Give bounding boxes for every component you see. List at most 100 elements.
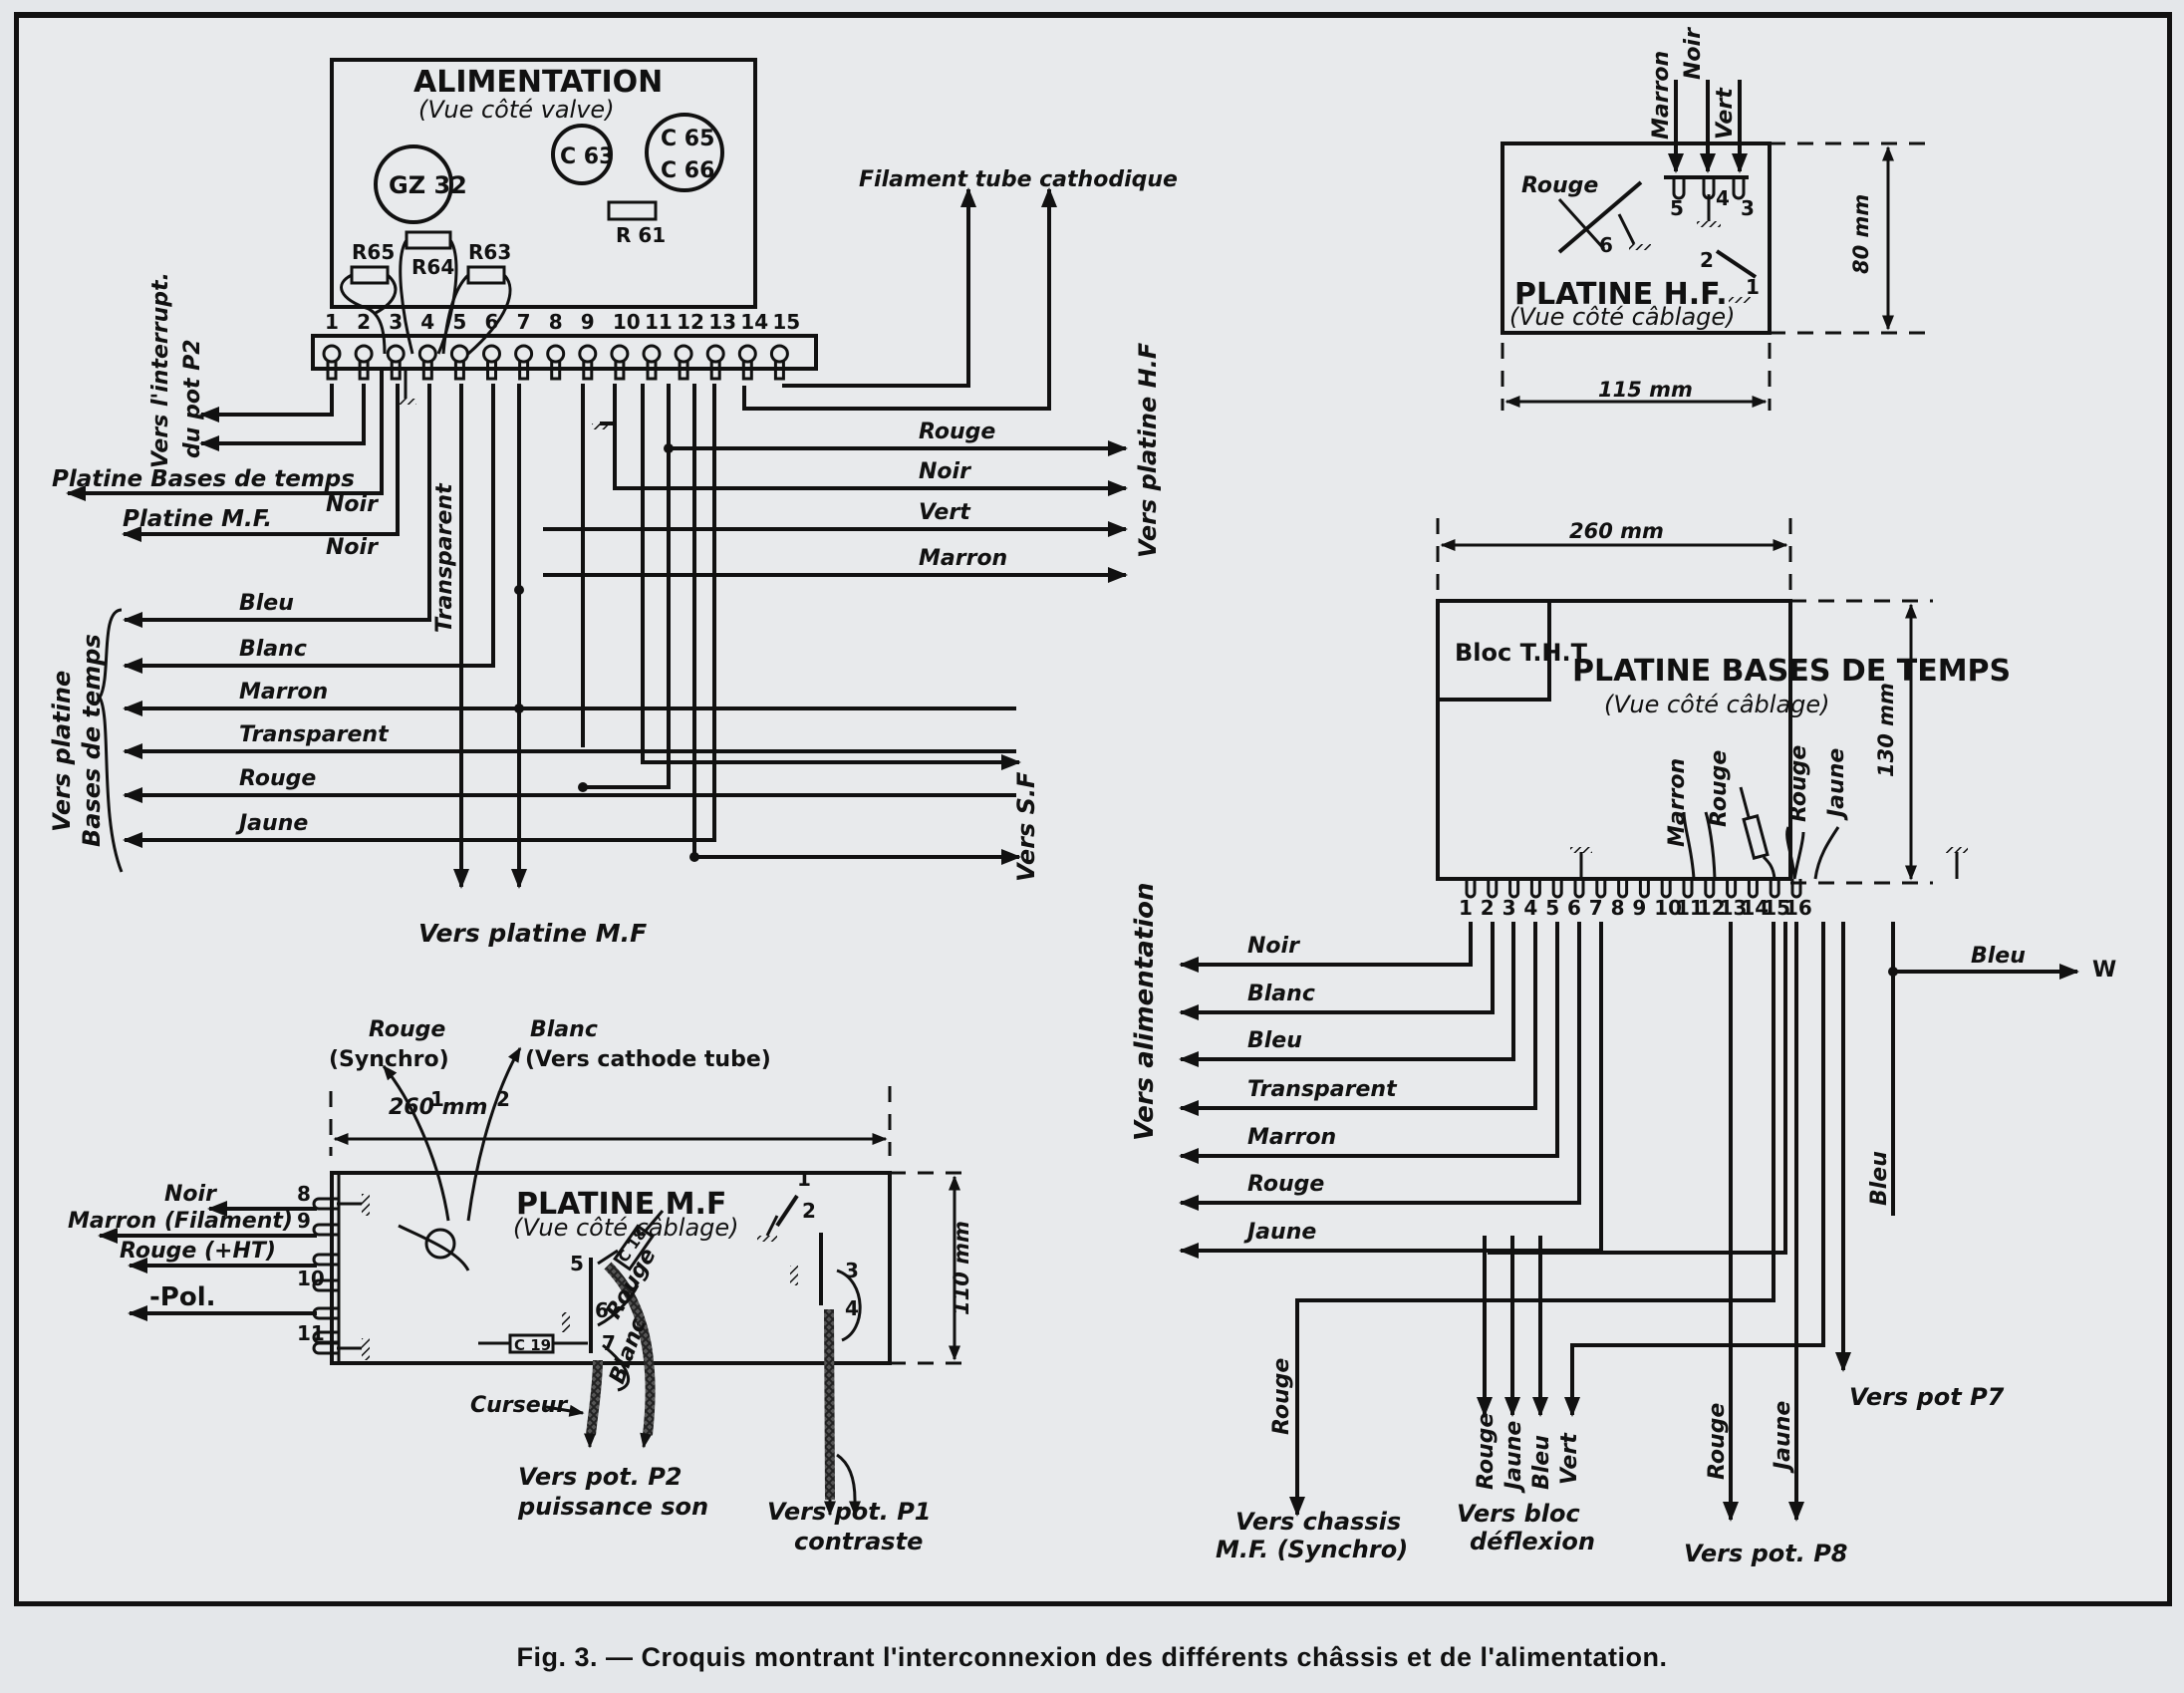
bt-height-guides xyxy=(1790,599,1933,885)
hf-socket-diag xyxy=(1557,180,1643,254)
alim-terminal-lug xyxy=(674,344,693,364)
alim-terminal-number: 9 xyxy=(581,310,595,334)
deflexion-label-2: déflexion xyxy=(1470,1528,1595,1555)
capacitor-c63-label: C 63 xyxy=(560,144,614,169)
ground-icon xyxy=(397,399,416,405)
p2-label-1: Vers pot. P2 xyxy=(518,1463,682,1491)
bt-width-guides xyxy=(1436,518,1792,593)
alimentation-wiring: Vers l'interrupt. du pot P2 Platine Base… xyxy=(48,187,1162,948)
mf-tube-socket xyxy=(424,1228,456,1260)
platine-hf-title: PLATINE H.F. xyxy=(1514,277,1728,312)
alim-terminal-number: 10 xyxy=(613,310,641,334)
p1-label-1: Vers pot. P1 xyxy=(767,1498,931,1526)
bt-pin-number: 16 xyxy=(1784,896,1812,920)
mf-socket-lead xyxy=(398,1224,470,1271)
mf-wire-1 xyxy=(382,1064,450,1222)
wire-tb-label: Marron xyxy=(239,680,328,705)
bt-pin-lug xyxy=(1551,879,1563,899)
mf-lug xyxy=(312,1278,339,1292)
alim-terminal-number: 15 xyxy=(772,310,800,334)
wire-tb-label: Blanc xyxy=(239,637,307,662)
hf-pin-3: 3 xyxy=(1741,196,1755,220)
mf-left-pin: 11 xyxy=(297,1321,325,1345)
tb-group-label-2: Bases de temps xyxy=(78,634,106,847)
mf-top-pin-1: 1 xyxy=(430,1087,444,1111)
r65-lead-b xyxy=(373,273,398,316)
alimentation-terminal-strip xyxy=(311,334,818,371)
bracket-icon xyxy=(98,608,124,873)
junction-dot xyxy=(578,782,588,792)
output-bases-de-temps: Platine Bases de temps xyxy=(52,466,355,492)
mf-p1-ground-lead xyxy=(765,1215,779,1237)
bt-pin-lug xyxy=(1465,879,1477,899)
ground-icon xyxy=(592,423,610,429)
bt-pin-number: 1 xyxy=(1459,896,1473,920)
bt-pin-lug xyxy=(1573,879,1585,899)
mf-lug xyxy=(312,1341,339,1355)
ground-icon xyxy=(790,1266,798,1285)
figure-caption: Fig. 3. — Croquis montrant l'interconnex… xyxy=(516,1642,1668,1672)
tb-group-label-1: Vers platine xyxy=(48,671,76,832)
bleu-down-label: Bleu xyxy=(1867,1151,1892,1206)
bt-inner-rouge-2-label: Rouge xyxy=(1786,745,1811,822)
mf-lug xyxy=(312,1253,339,1267)
mf-rouge-inner xyxy=(597,1284,640,1327)
r63-lead-b xyxy=(467,273,512,356)
bt-pin-number: 5 xyxy=(1545,896,1559,920)
platine-bt-subtitle: (Vue côté câblage) xyxy=(1604,691,1830,718)
alim-terminal-lug xyxy=(482,344,501,364)
wire-tb-bleu xyxy=(123,384,431,628)
deflexion-label-1: Vers bloc xyxy=(1457,1500,1580,1528)
bt-resistor-leads xyxy=(1739,786,1776,880)
alim-terminal-number: 3 xyxy=(389,310,403,334)
alim-terminal-number: 11 xyxy=(645,310,673,334)
chassis-label-2: M.F. (Synchro) xyxy=(1216,1536,1408,1563)
bt-width-label: 260 mm xyxy=(1569,519,1664,543)
defl-wire-bleu: Bleu xyxy=(1529,1435,1554,1490)
alim-terminal-lug xyxy=(417,344,437,364)
p8-wire-jaune: Jaune xyxy=(1771,1401,1795,1474)
resistor-r61-label: R 61 xyxy=(616,223,666,247)
hf-pin-6: 6 xyxy=(1599,233,1613,257)
wire-alim-noir xyxy=(1179,922,1473,973)
hf-height-label: 80 mm xyxy=(1849,194,1873,274)
tube-gz32-label: GZ 32 xyxy=(389,171,467,199)
wire-pin12-down xyxy=(583,384,671,789)
mf-left-wire-label: Rouge (+HT) xyxy=(120,1239,276,1264)
bt-pin-lug xyxy=(1704,879,1716,899)
resistor-r61 xyxy=(607,200,658,221)
p2-label-2: puissance son xyxy=(517,1493,708,1521)
capacitor-c18 xyxy=(613,1224,655,1271)
hf-pin-1: 1 xyxy=(1746,275,1760,299)
resistor-r63-label: R63 xyxy=(468,240,511,264)
alim-terminal-number: 6 xyxy=(485,310,499,334)
alim-terminal-tail xyxy=(358,361,370,381)
hf-pin-5: 5 xyxy=(1670,196,1684,220)
wire-defl-bus xyxy=(1488,922,1787,1255)
defl-wire-vert: Vert xyxy=(1557,1432,1582,1485)
w-wire-label: Bleu xyxy=(1971,944,2026,969)
wire-alim-bleu xyxy=(1179,922,1515,1067)
wire-alim-label: Bleu xyxy=(1247,1028,1302,1053)
wire-tb-label: Bleu xyxy=(239,591,294,616)
mf-inner-pin-1: 1 xyxy=(797,1167,811,1191)
mf-left-wire-label: Marron (Filament) xyxy=(68,1209,293,1234)
bt-resistor xyxy=(1742,814,1770,860)
hf-incoming-label: Vert xyxy=(1713,87,1738,140)
bt-pin-lug xyxy=(1769,879,1780,899)
mf-lug xyxy=(312,1306,339,1320)
wire-defl-vert xyxy=(1564,922,1825,1417)
mf-left-wire-label: Noir xyxy=(164,1182,217,1207)
wire-alim-marron xyxy=(1179,922,1559,1164)
platine-hf-subtitle: (Vue côté câblage) xyxy=(1509,303,1736,331)
platine-mf-title: PLATINE M.F xyxy=(516,1187,726,1222)
bt-pin-number: 12 xyxy=(1698,896,1726,920)
wire-alim-label: Blanc xyxy=(1247,982,1315,1006)
wire-label-noir-1: Noir xyxy=(326,492,379,517)
r65-lead-a xyxy=(340,273,387,355)
